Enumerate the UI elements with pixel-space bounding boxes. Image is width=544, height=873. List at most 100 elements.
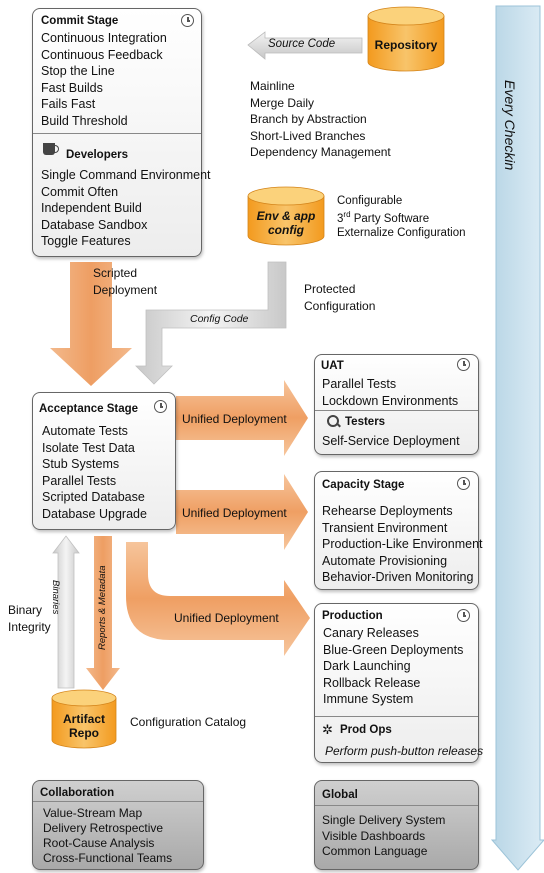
source-code-label: Source Code bbox=[268, 38, 336, 50]
list-item: Merge Daily bbox=[250, 95, 315, 110]
coffee-icon-handle bbox=[54, 145, 59, 153]
configuration-catalog-label: Configuration Catalog bbox=[130, 715, 247, 729]
list-item: Database Sandbox bbox=[41, 217, 148, 232]
list-item: Toggle Features bbox=[41, 234, 131, 248]
scripted-deployment-arrow bbox=[50, 262, 132, 386]
testers-title: Testers bbox=[345, 416, 386, 428]
list-item: Continuous Feedback bbox=[41, 47, 163, 62]
list-item: Value-Stream Map bbox=[43, 806, 143, 820]
list-item: Canary Releases bbox=[323, 626, 419, 640]
unified-deployment-label-uat: Unified Deployment bbox=[182, 412, 287, 426]
list-item: Automate Tests bbox=[42, 424, 128, 438]
list-item: Stop the Line bbox=[41, 64, 115, 78]
config-code-arrow bbox=[135, 261, 287, 385]
list-item: Immune System bbox=[323, 692, 414, 706]
uat-box: UAT Parallel Tests Lockdown Environments… bbox=[314, 354, 479, 455]
list-item: Dependency Management bbox=[250, 145, 391, 159]
reports-metadata-label: Reports & Metadata bbox=[97, 565, 108, 651]
production-box: Production Canary Releases Blue-Green De… bbox=[314, 603, 483, 763]
artifact-repo-cylinder bbox=[51, 689, 117, 749]
list-item: Short-Lived Branches bbox=[250, 128, 366, 143]
list-item: Transient Environment bbox=[322, 520, 448, 535]
list-item: Stub Systems bbox=[42, 457, 120, 471]
production-title: Production bbox=[322, 610, 383, 622]
env-config-label: Env & app config bbox=[256, 209, 316, 237]
list-item: Single Command Environment bbox=[41, 168, 211, 182]
list-item: Independent Build bbox=[41, 201, 142, 215]
config-code-label: Config Code bbox=[190, 313, 249, 325]
list-item: Self-Service Deployment bbox=[322, 434, 460, 448]
list-item: Production-Like Environment bbox=[322, 537, 483, 551]
list-item: Delivery Retrospective bbox=[43, 821, 164, 835]
clock-icon bbox=[181, 14, 194, 27]
commit-stage-title: Commit Stage bbox=[41, 15, 119, 27]
list-item: Root-Cause Analysis bbox=[43, 836, 155, 850]
production-items: Canary Releases Blue-Green Deployments D… bbox=[323, 625, 463, 708]
list-item: Automate Provisioning bbox=[322, 553, 448, 568]
every-checkin-band bbox=[490, 5, 544, 871]
uat-items: Parallel Tests Lockdown Environments bbox=[322, 376, 458, 409]
list-item: Configurable bbox=[337, 195, 403, 207]
unified-deployment-arrow-production bbox=[126, 542, 310, 656]
divider bbox=[315, 716, 478, 717]
env-config-cylinder bbox=[247, 186, 325, 246]
list-item: Mainline bbox=[250, 79, 295, 93]
list-item: Single Delivery System bbox=[322, 813, 446, 827]
capacity-stage-title: Capacity Stage bbox=[322, 479, 405, 491]
list-item: Blue-Green Deployments bbox=[323, 642, 464, 657]
list-item: Branch by Abstraction bbox=[250, 112, 367, 126]
clock-icon bbox=[457, 358, 470, 371]
source-code-arrow bbox=[247, 31, 363, 60]
list-item: Rehearse Deployments bbox=[322, 504, 453, 518]
commit-stage-box: Commit Stage Continuous Integration Cont… bbox=[32, 8, 211, 257]
list-item: Scripted Database bbox=[42, 490, 145, 504]
protected-configuration-label: Protected Configuration bbox=[304, 282, 376, 313]
capacity-stage-items: Rehearse Deployments Transient Environme… bbox=[322, 503, 483, 586]
list-item: Common Language bbox=[322, 844, 428, 858]
list-item: Build Threshold bbox=[41, 113, 128, 128]
clock-icon bbox=[457, 477, 470, 490]
list-item: Rollback Release bbox=[323, 675, 421, 690]
divider bbox=[315, 805, 478, 806]
gear-icon: ✲ bbox=[322, 722, 333, 737]
prod-ops-item: Perform push-button releases bbox=[325, 744, 484, 758]
divider bbox=[33, 133, 201, 134]
acceptance-stage-box: Acceptance Stage Automate Tests Isolate … bbox=[32, 392, 176, 530]
list-item: Continuous Integration bbox=[41, 31, 167, 45]
prod-ops-title: Prod Ops bbox=[340, 724, 392, 736]
list-item: Visible Dashboards bbox=[322, 828, 426, 843]
uat-title: UAT bbox=[321, 360, 344, 372]
unified-deployment-arrow-capacity bbox=[176, 474, 308, 550]
repository-cylinder bbox=[367, 6, 445, 72]
list-item: Cross-Functional Teams bbox=[43, 851, 173, 865]
scripted-deployment-label: Scripted Deployment bbox=[93, 266, 158, 297]
unified-deployment-arrow-uat bbox=[176, 380, 308, 456]
global-items: Single Delivery System Visible Dashboard… bbox=[322, 813, 445, 860]
binary-integrity-label: Binary Integrity bbox=[8, 603, 51, 634]
clock-icon bbox=[154, 400, 167, 413]
divider bbox=[33, 801, 203, 802]
every-checkin-label: Every Checkin bbox=[502, 80, 518, 171]
list-item: Lockdown Environments bbox=[322, 393, 459, 408]
list-item: Isolate Test Data bbox=[42, 440, 135, 455]
list-item: Parallel Tests bbox=[42, 473, 117, 488]
unified-deployment-label-production: Unified Deployment bbox=[174, 611, 279, 625]
list-item: Behavior-Driven Monitoring bbox=[322, 570, 474, 584]
list-item: Database Upgrade bbox=[42, 506, 147, 521]
coffee-icon bbox=[43, 143, 55, 155]
binaries-label: Binaries bbox=[50, 580, 61, 615]
list-item: Commit Often bbox=[41, 184, 119, 199]
collaboration-box: Collaboration Value-Stream Map Delivery … bbox=[32, 780, 204, 870]
collaboration-items: Value-Stream Map Delivery Retrospective … bbox=[43, 806, 172, 866]
reports-arrow bbox=[86, 536, 120, 690]
repo-practices-list: Mainline Merge Daily Branch by Abstracti… bbox=[250, 78, 391, 161]
list-item: Dark Launching bbox=[323, 659, 411, 673]
list-item: Parallel Tests bbox=[322, 377, 397, 391]
collaboration-title: Collaboration bbox=[40, 787, 115, 799]
magnifier-icon-handle bbox=[336, 422, 341, 428]
list-item: Fast Builds bbox=[41, 80, 103, 95]
binaries-arrow bbox=[52, 535, 80, 689]
developer-items: Single Command Environment Commit Often … bbox=[41, 167, 211, 250]
clock-icon bbox=[457, 609, 470, 622]
